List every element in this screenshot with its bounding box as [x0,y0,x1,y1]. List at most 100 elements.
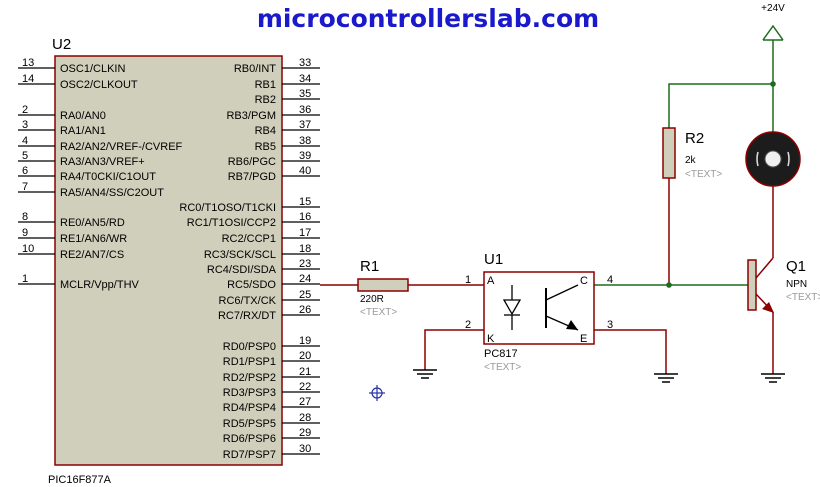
r2-value: 2k [685,155,697,166]
mcu-pin-number: 5 [22,150,28,162]
motor-winding-icon [787,151,790,167]
mcu-body [54,55,283,466]
mcu-pin-number: 10 [22,243,34,255]
opto-pin-k-label: K [487,333,495,345]
mcu-pin-name: RD6/PSP6 [223,433,276,445]
mcu-pin-number: 28 [299,412,311,424]
mcu-part-label: PIC16F877A [48,474,112,486]
mcu-pin-name: RA4/T0CKI/C1OUT [60,171,156,183]
mcu-pin-number: 20 [299,350,311,362]
mcu-pin-name: MCLR/Vpp/THV [60,279,140,291]
mcu-pin-number: 26 [299,304,311,316]
junction-dot [770,81,776,87]
mcu-pin-name: RD2/PSP2 [223,372,276,384]
mcu-pin-number: 16 [299,211,311,223]
ground-q1 [761,373,785,383]
mcu-pin-number: 7 [22,181,28,193]
mcu-pin-number: 39 [299,150,311,162]
mcu-pin-name: RC3/SCK/SCL [204,249,276,261]
q1-text-placeholder: <TEXT> [786,292,820,303]
wire-opto-k-gnd [424,329,484,370]
mcu-pin-number: 40 [299,165,311,177]
mcu-pin-number: 21 [299,366,311,378]
mcu-pin-name: RA3/AN3/VREF+ [60,156,145,168]
ground-opto-e [654,373,678,383]
mcu-pin-name: RB2 [255,94,276,106]
mcu-pin-name: RB3/PGM [226,110,276,122]
optocoupler-u1[interactable]: U1 A K C E 1 2 4 3 PC817 <TEXT> [465,251,613,373]
mcu-pin-number: 3 [22,119,28,131]
transistor-q1[interactable]: Q1 NPN <TEXT> [747,257,820,313]
wire-top-rail [668,83,773,128]
mcu-pin-number: 25 [299,289,311,301]
mcu-pin-name: RB7/PGD [228,171,276,183]
opto-pin-e-label: E [580,333,587,345]
mcu-pin-number: 8 [22,211,28,223]
mcu-pin-name: RB4 [255,125,276,137]
mcu-pin-number: 33 [299,57,311,69]
mcu-pin-number: 6 [22,165,28,177]
opto-text-placeholder: <TEXT> [484,362,521,373]
mcu-pin-name: RD3/PSP3 [223,387,276,399]
mcu-pin-name: OSC2/CLKOUT [60,79,138,91]
mcu-pin-number: 38 [299,135,311,147]
mcu-pin-name: RD1/PSP1 [223,356,276,368]
mcu-pin-name: RD7/PSP7 [223,449,276,461]
mcu-pin-name: RA2/AN2/VREF-/CVREF [60,141,183,153]
supply-arrow-icon [762,24,784,41]
mcu-pin-number: 34 [299,73,311,85]
mcu-pin-name: RE0/AN5/RD [60,217,125,229]
mcu-pin-number: 35 [299,88,311,100]
mcu-pin-name: RC7/RX/DT [218,310,276,322]
mcu-pin-name: RC1/T1OSI/CCP2 [187,217,276,229]
mcu-pin-name: RE2/AN7/CS [60,249,124,261]
mcu-pin-name: RB0/INT [234,63,276,75]
wiring [320,40,776,374]
junction-dot [666,282,672,288]
mcu-pin-number: 13 [22,57,34,69]
supply-label: +24V [761,3,785,14]
mcu-pin-name: RD4/PSP4 [223,402,276,414]
r1-text-placeholder: <TEXT> [360,307,397,318]
mcu-pin-number: 14 [22,73,34,85]
wire-opto-e-gnd [594,329,667,374]
mcu-pin-name: RB5 [255,141,276,153]
r1-value: 220R [360,294,384,305]
supply-terminal[interactable]: +24V [761,3,785,41]
mcu-pin-name: RC2/CCP1 [222,233,276,245]
mcu-right-pins: 33RB0/INT34RB135RB236RB3/PGM37RB438RB539… [179,57,320,461]
r1-body [357,278,409,292]
motor-winding-icon [756,151,759,167]
mcu-pin-number: 23 [299,258,311,270]
resistor-r2[interactable]: R2 2k <TEXT> [662,127,722,180]
mcu-pin-number: 24 [299,273,311,285]
q1-emitter-arrow-icon [762,302,774,313]
mcu-pin-number: 4 [22,135,28,147]
mcu-pin-number: 18 [299,243,311,255]
mcu-pin-number: 2 [22,104,28,116]
mcu-pin-number: 27 [299,396,311,408]
mcu-pin-name: OSC1/CLKIN [60,63,125,75]
opto-pin-2-number: 2 [465,319,471,331]
mcu-pin-name: RA5/AN4/SS/C2OUT [60,187,164,199]
mcu-pin-number: 1 [22,273,28,285]
opto-pin-a-label: A [487,275,495,287]
motor[interactable] [745,131,801,187]
r1-ref: R1 [360,258,379,275]
q1-type: NPN [786,279,807,290]
opto-pin-1-number: 1 [465,274,471,286]
mcu-pin-name: RA0/AN0 [60,110,106,122]
mcu-pin-name: RD0/PSP0 [223,341,276,353]
mcu-pin-number: 37 [299,119,311,131]
mcu-pin-number: 29 [299,427,311,439]
mcu-pin-name: RE1/AN6/WR [60,233,127,245]
opto-body [483,271,595,345]
mcu-pin-number: 15 [299,196,311,208]
mcu-pin-name: RC4/SDI/SDA [207,264,277,276]
resistor-r1[interactable]: R1 220R <TEXT> [357,258,409,318]
q1-base-bar [747,259,757,311]
mcu-ref: U2 [52,36,71,53]
mcu-pin-name: RD5/PSP5 [223,418,276,430]
